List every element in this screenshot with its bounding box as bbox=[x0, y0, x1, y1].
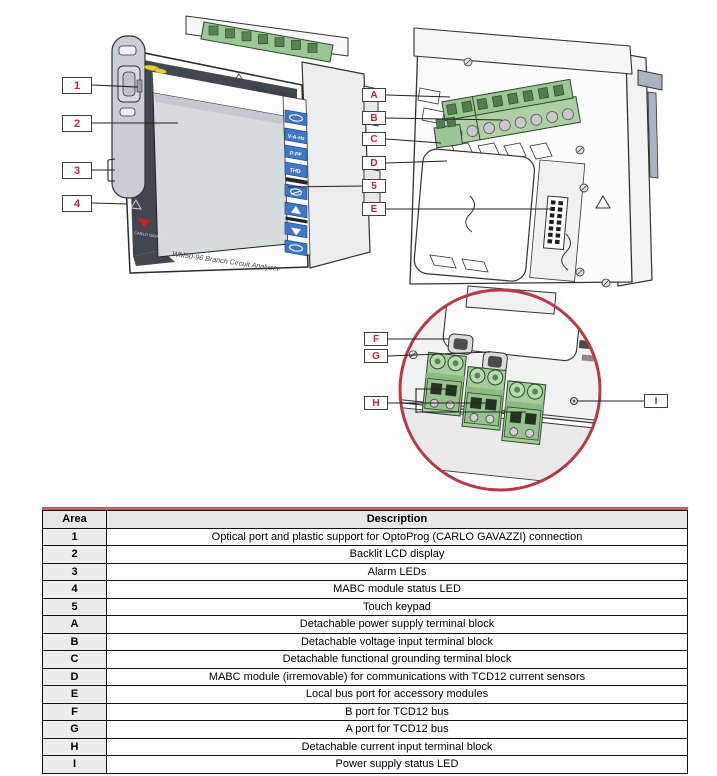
keypad-button-vahz: V-A-Hz bbox=[284, 127, 308, 145]
callout-C: C bbox=[362, 132, 386, 146]
svg-text:CARLO GAVAZZI: CARLO GAVAZZI bbox=[134, 230, 166, 240]
callout-3: 3 bbox=[62, 162, 92, 179]
description-cell: Backlit LCD display bbox=[106, 545, 688, 564]
svg-text:P-PF: P-PF bbox=[289, 151, 303, 159]
brand-badge bbox=[143, 64, 167, 74]
callout-D: D bbox=[362, 156, 386, 170]
tcd12-port-a bbox=[481, 351, 508, 373]
keypad-button-display bbox=[284, 109, 308, 127]
keypad-button-enter bbox=[284, 239, 308, 257]
description-cell: Detachable functional grounding terminal… bbox=[106, 650, 688, 669]
description-cell: Detachable current input terminal block bbox=[106, 737, 688, 756]
area-cell: C bbox=[42, 650, 107, 669]
detail-view bbox=[401, 291, 599, 489]
area-cell: H bbox=[42, 737, 107, 756]
callout-I: I bbox=[644, 394, 668, 408]
keypad-button-ppf: P-PF bbox=[284, 144, 308, 162]
description-cell: Power supply status LED bbox=[106, 755, 688, 774]
area-cell: E bbox=[42, 685, 107, 704]
area-cell: 1 bbox=[42, 527, 107, 546]
warning-triangle-icon bbox=[595, 195, 611, 209]
svg-text:V-A-Hz: V-A-Hz bbox=[287, 134, 305, 143]
keypad-button-up bbox=[284, 201, 308, 219]
description-cell: MABC module (irremovable) for communicat… bbox=[106, 667, 688, 686]
svg-text:THD: THD bbox=[289, 168, 301, 176]
callout-G: G bbox=[364, 349, 388, 363]
callout-4: 4 bbox=[62, 195, 92, 212]
description-cell: B port for TCD12 bus bbox=[106, 702, 688, 721]
keypad-button-touch bbox=[284, 183, 308, 201]
keypad-buttons: V-A-Hz P-PF THD bbox=[284, 109, 308, 257]
device-illustration: V-A-Hz P-PF THD bbox=[91, 15, 663, 492]
area-cell: F bbox=[42, 702, 107, 721]
description-cell: A port for TCD12 bus bbox=[106, 720, 688, 739]
callout-A: A bbox=[362, 88, 386, 102]
keypad-button-thd: THD bbox=[284, 161, 308, 179]
figure-panel: V-A-Hz P-PF THD bbox=[62, 15, 668, 492]
description-cell: Touch keypad bbox=[106, 597, 688, 616]
callout-F: F bbox=[364, 332, 388, 346]
description-cell: Alarm LEDs bbox=[106, 562, 688, 581]
area-cell: 4 bbox=[42, 580, 107, 599]
description-cell: MABC module status LED bbox=[106, 580, 688, 599]
area-cell: G bbox=[42, 720, 107, 739]
callout-2: 2 bbox=[62, 115, 92, 132]
mounting-clip bbox=[637, 69, 663, 91]
legend-header-description: Description bbox=[106, 510, 688, 529]
legend-header-area: Area bbox=[42, 510, 107, 529]
top-terminal-block bbox=[200, 21, 334, 63]
area-cell: B bbox=[42, 632, 107, 651]
callout-lines bbox=[91, 84, 644, 413]
local-bus-port bbox=[542, 195, 569, 251]
callout-1: 1 bbox=[62, 77, 92, 94]
legend-header-row: Area Description bbox=[42, 510, 688, 529]
keypad-button-down bbox=[284, 221, 308, 239]
area-cell: 3 bbox=[42, 562, 107, 581]
optical-port bbox=[111, 35, 146, 199]
callout-5: 5 bbox=[362, 179, 386, 193]
brand-logo: CARLO GAVAZZI bbox=[134, 218, 166, 240]
rear-device bbox=[409, 27, 663, 315]
mabc-module-panel bbox=[413, 148, 536, 282]
area-cell: 5 bbox=[42, 597, 107, 616]
description-cell: Optical port and plastic support for Opt… bbox=[106, 527, 688, 546]
warning-triangle-icon bbox=[233, 73, 245, 83]
area-cell: D bbox=[42, 667, 107, 686]
description-cell: Detachable voltage input terminal block bbox=[106, 632, 688, 651]
area-cell: A bbox=[42, 615, 107, 634]
callout-H: H bbox=[364, 396, 388, 410]
callout-E: E bbox=[362, 202, 386, 216]
callout-B: B bbox=[362, 111, 386, 125]
power-voltage-terminal-block bbox=[441, 78, 582, 147]
description-cell: Detachable power supply terminal block bbox=[106, 615, 688, 634]
description-cell: Local bus port for accessory modules bbox=[106, 685, 688, 704]
tcd12-port-b bbox=[447, 333, 474, 355]
power-status-led bbox=[570, 397, 578, 405]
area-cell: I bbox=[42, 755, 107, 774]
magnifier-circle bbox=[398, 288, 602, 492]
area-cell: 2 bbox=[42, 545, 107, 564]
front-device: V-A-Hz P-PF THD bbox=[111, 15, 381, 274]
